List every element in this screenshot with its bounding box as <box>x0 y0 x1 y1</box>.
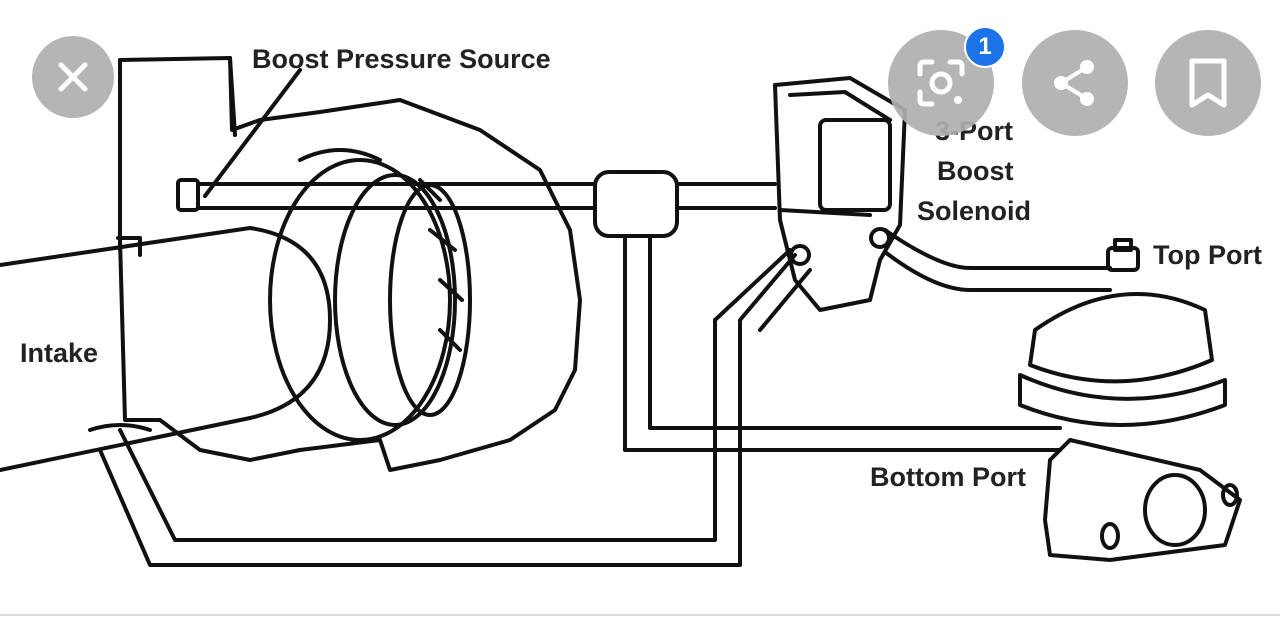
boost-solenoid-diagram: Boost Pressure Source 3-Port Boost Solen… <box>0 44 1262 567</box>
share-icon <box>1054 60 1094 106</box>
label-solenoid-line3: Solenoid <box>917 196 1031 226</box>
label-intake: Intake <box>20 338 98 368</box>
label-bottom-port: Bottom Port <box>870 462 1026 492</box>
bottom-panel-edge <box>0 614 1280 644</box>
image-viewer: Boost Pressure Source 3-Port Boost Solen… <box>0 26 1262 567</box>
share-button[interactable] <box>1022 30 1128 136</box>
label-solenoid-line2: Boost <box>937 156 1014 186</box>
lens-notification-badge: 1 <box>964 26 1006 68</box>
google-lens-icon <box>917 59 965 107</box>
compressor-ring <box>268 158 452 442</box>
close-button[interactable] <box>32 36 114 118</box>
bookmark-icon <box>1189 58 1227 108</box>
wastegate-actuator <box>1028 292 1214 384</box>
label-top-port: Top Port <box>1153 240 1262 270</box>
intake-pipe <box>0 226 252 267</box>
label-boost-pressure-source: Boost Pressure Source <box>252 44 551 74</box>
solenoid-body <box>773 76 907 312</box>
tee-fitting <box>593 170 679 238</box>
wastegate-flange <box>1043 438 1242 562</box>
close-icon <box>58 62 88 92</box>
turbo-compressor-housing <box>118 56 582 472</box>
save-button[interactable] <box>1155 30 1261 136</box>
